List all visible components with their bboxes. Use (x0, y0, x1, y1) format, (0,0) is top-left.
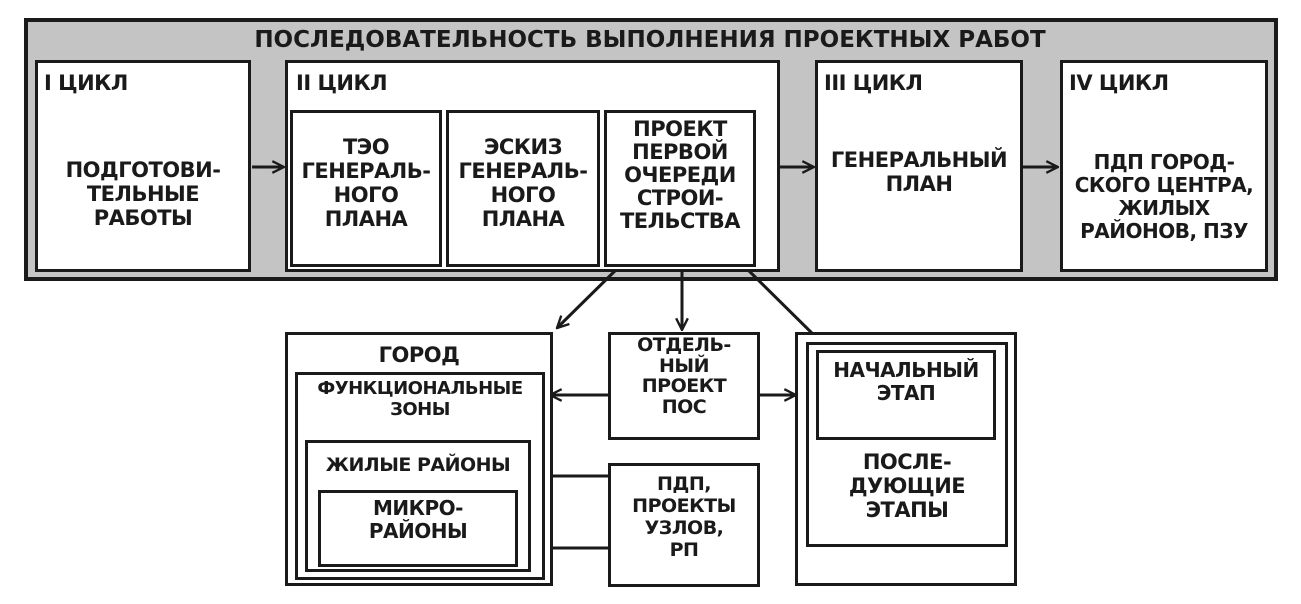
micro-box: МИКРО- РАЙОНЫ (318, 490, 518, 567)
pdp-box: ПДП, ПРОЕКТЫ УЗЛОВ, РП (608, 463, 760, 587)
initial-stage-text: НАЧАЛЬНЫЙ ЭТАП (833, 358, 979, 405)
initial-stage-box: НАЧАЛЬНЫЙ ЭТАП (816, 350, 996, 440)
arrows (252, 167, 1058, 548)
city-title: ГОРОД (378, 343, 460, 367)
stage-feasibility-box: ТЭО ГЕНЕРАЛЬ- НОГО ПЛАНА (290, 110, 442, 267)
stage-first-phase-text: ПРОЕКТ ПЕРВОЙ ОЧЕРЕДИ СТРОИ- ТЕЛЬСТВА (619, 117, 741, 234)
cycle-3-label: III ЦИКЛ (824, 71, 923, 95)
stage-sketch-text: ЭСКИЗ ГЕНЕРАЛЬ- НОГО ПЛАНА (458, 135, 588, 232)
subsequent-stages-text: ПОСЛЕ- ДУЮЩИЕ ЭТАПЫ (848, 450, 966, 523)
stage-first-phase-box: ПРОЕКТ ПЕРВОЙ ОЧЕРЕДИ СТРОИ- ТЕЛЬСТВА (604, 110, 756, 267)
stage-sketch-box: ЭСКИЗ ГЕНЕРАЛЬ- НОГО ПЛАНА (446, 110, 600, 267)
arrow-first-stage-to-stages (738, 260, 824, 345)
cycle-2-label: II ЦИКЛ (296, 71, 388, 95)
functional-zones-text: ФУНКЦИОНАЛЬНЫЕ ЗОНЫ (317, 378, 523, 420)
cycle-1-box: I ЦИКЛ ПОДГОТОВИ- ТЕЛЬНЫЕ РАБОТЫ (35, 60, 251, 272)
cycle-1-label: I ЦИКЛ (44, 71, 128, 95)
residential-text: ЖИЛЫЕ РАЙОНЫ (325, 454, 511, 476)
cycle-3-box: III ЦИКЛ ГЕНЕРАЛЬНЫЙ ПЛАН (815, 60, 1023, 272)
pos-box: ОТДЕЛЬ- НЫЙ ПРОЕКТ ПОС (608, 332, 760, 440)
micro-text: МИКРО- РАЙОНЫ (368, 496, 468, 543)
main-title: ПОСЛЕДОВАТЕЛЬНОСТЬ ВЫПОЛНЕНИЯ ПРОЕКТНЫХ … (254, 27, 1046, 53)
pos-text: ОТДЕЛЬ- НЫЙ ПРОЕКТ ПОС (637, 334, 731, 418)
pdp-text: ПДП, ПРОЕКТЫ УЗЛОВ, РП (632, 473, 736, 561)
arrow-first-stage-to-city (557, 260, 626, 328)
cycle-4-label: IV ЦИКЛ (1069, 71, 1169, 95)
stage-feasibility-text: ТЭО ГЕНЕРАЛЬ- НОГО ПЛАНА (301, 135, 431, 232)
cycle-3-content: ГЕНЕРАЛЬНЫЙ ПЛАН (830, 148, 1008, 197)
cycle-4-box: IV ЦИКЛ ПДП ГОРОД- СКОГО ЦЕНТРА, ЖИЛЫХ Р… (1060, 60, 1268, 272)
cycle-1-content: ПОДГОТОВИ- ТЕЛЬНЫЕ РАБОТЫ (65, 158, 221, 231)
cycle-4-content: ПДП ГОРОД- СКОГО ЦЕНТРА, ЖИЛЫХ РАЙОНОВ, … (1074, 150, 1254, 243)
